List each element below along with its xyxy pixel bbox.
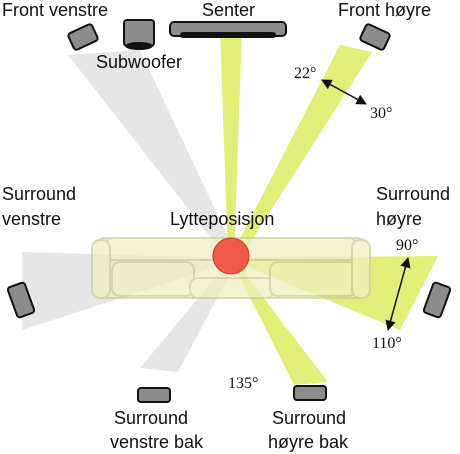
front-left-label: Front venstre [2,0,108,20]
center-beam [220,30,242,258]
surround-right-back-label-line1: Surround [272,408,346,428]
angle-label-surround-max: 110° [372,335,402,352]
surround-right-speaker [422,281,452,319]
center-speaker [169,21,287,38]
front-left-speaker [67,23,99,51]
sofa-cushion-left [111,261,195,297]
subwoofer-label: Subwoofer [96,52,182,72]
surround-angle-arrow [385,256,411,332]
surround-right-back-label-line2: høyre bak [268,432,349,452]
center-speaker-base [180,32,276,38]
sofa-armrest-left [91,239,111,299]
front-right-speaker [359,23,391,51]
center-label: Senter [202,0,255,20]
sofa-armrest-right [351,239,371,299]
surround-right-label-line1: Surround [376,184,450,204]
surround-left-back-speaker [137,387,171,403]
surround-left-back-label-line1: Surround [114,408,188,428]
surround-left-speaker [6,281,36,319]
angle-label-front-min: 22° [294,65,316,82]
angle-label-back: 135° [228,375,258,392]
surround-left-label-line1: Surround [2,184,76,204]
listening-position-label: Lytteposisjon [170,209,274,229]
front-left-beam [68,50,238,262]
front-right-label: Front høyre [338,0,431,20]
front-angle-arrow [321,79,367,105]
sofa-cushion-right [269,261,357,297]
surround-right-back-speaker [293,385,327,401]
listener-dot [212,237,250,275]
surround-left-label-line2: venstre [2,209,61,229]
surround-right-label-line2: høyre [376,209,422,229]
angle-label-front-max: 30° [370,105,392,122]
subwoofer-speaker [123,19,155,50]
surround-left-back-label-line2: venstre bak [110,432,204,452]
angle-label-surround-min: 90° [396,237,418,254]
subwoofer-port [125,42,153,50]
sofa-cushion-middle [189,277,275,299]
